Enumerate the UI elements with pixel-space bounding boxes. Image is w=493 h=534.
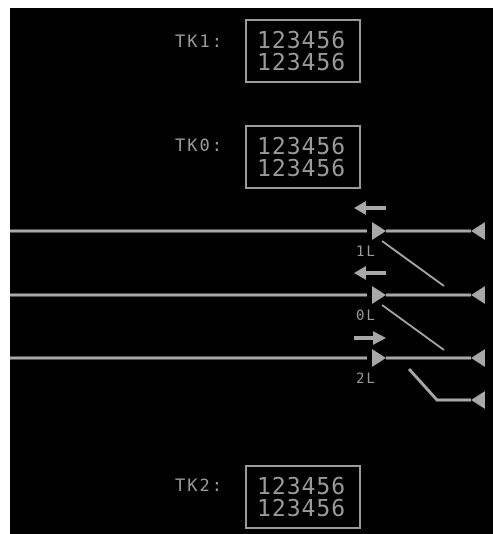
- track-0-end-marker: [471, 286, 485, 304]
- tk0-value-line1: 123456: [257, 134, 346, 160]
- signal-2l-label: 2L: [356, 371, 377, 387]
- signal-0l-label: 0L: [356, 308, 377, 324]
- siding-track: [407, 367, 471, 402]
- train-indicator-tk1[interactable]: TK1: 123456 123456: [175, 19, 361, 83]
- tk2-label: TK2:: [175, 476, 224, 496]
- tk1-value-line1: 123456: [257, 28, 346, 54]
- route-arrow-1-left-icon[interactable]: [354, 201, 386, 215]
- signal-1l-label: 1L: [356, 244, 377, 260]
- tk0-label: TK0:: [175, 136, 224, 156]
- signal-1l-head[interactable]: [372, 222, 386, 240]
- train-indicator-tk2[interactable]: TK2: 123456 123456: [175, 465, 361, 529]
- tk2-box: [245, 465, 361, 529]
- track-1-end-marker: [471, 222, 485, 240]
- tk0-box: [245, 125, 361, 189]
- route-arrow-2-right-icon[interactable]: [354, 331, 386, 345]
- crossover-0-2: [381, 304, 445, 351]
- tk0-value-line2: 123456: [257, 156, 346, 182]
- tk1-label: TK1:: [175, 32, 224, 52]
- interlocking-panel: TK1: 123456 123456 TK0: 123456 123456 1L…: [10, 8, 493, 534]
- signal-2l-head[interactable]: [372, 349, 386, 367]
- panel-background: [10, 8, 493, 534]
- tk1-value-line2: 123456: [257, 50, 346, 76]
- route-arrow-0-left-icon[interactable]: [354, 266, 386, 280]
- tk1-box: [245, 19, 361, 83]
- signal-0l-head[interactable]: [372, 286, 386, 304]
- track-2-end-marker: [471, 349, 485, 367]
- crossover-1-0: [381, 240, 445, 287]
- tk2-value-line2: 123456: [257, 496, 346, 522]
- tk2-value-line1: 123456: [257, 474, 346, 500]
- train-indicator-tk0[interactable]: TK0: 123456 123456: [175, 125, 361, 189]
- siding-end-marker: [471, 391, 485, 409]
- track-diagram: TK1: 123456 123456 TK0: 123456 123456 1L…: [10, 8, 493, 534]
